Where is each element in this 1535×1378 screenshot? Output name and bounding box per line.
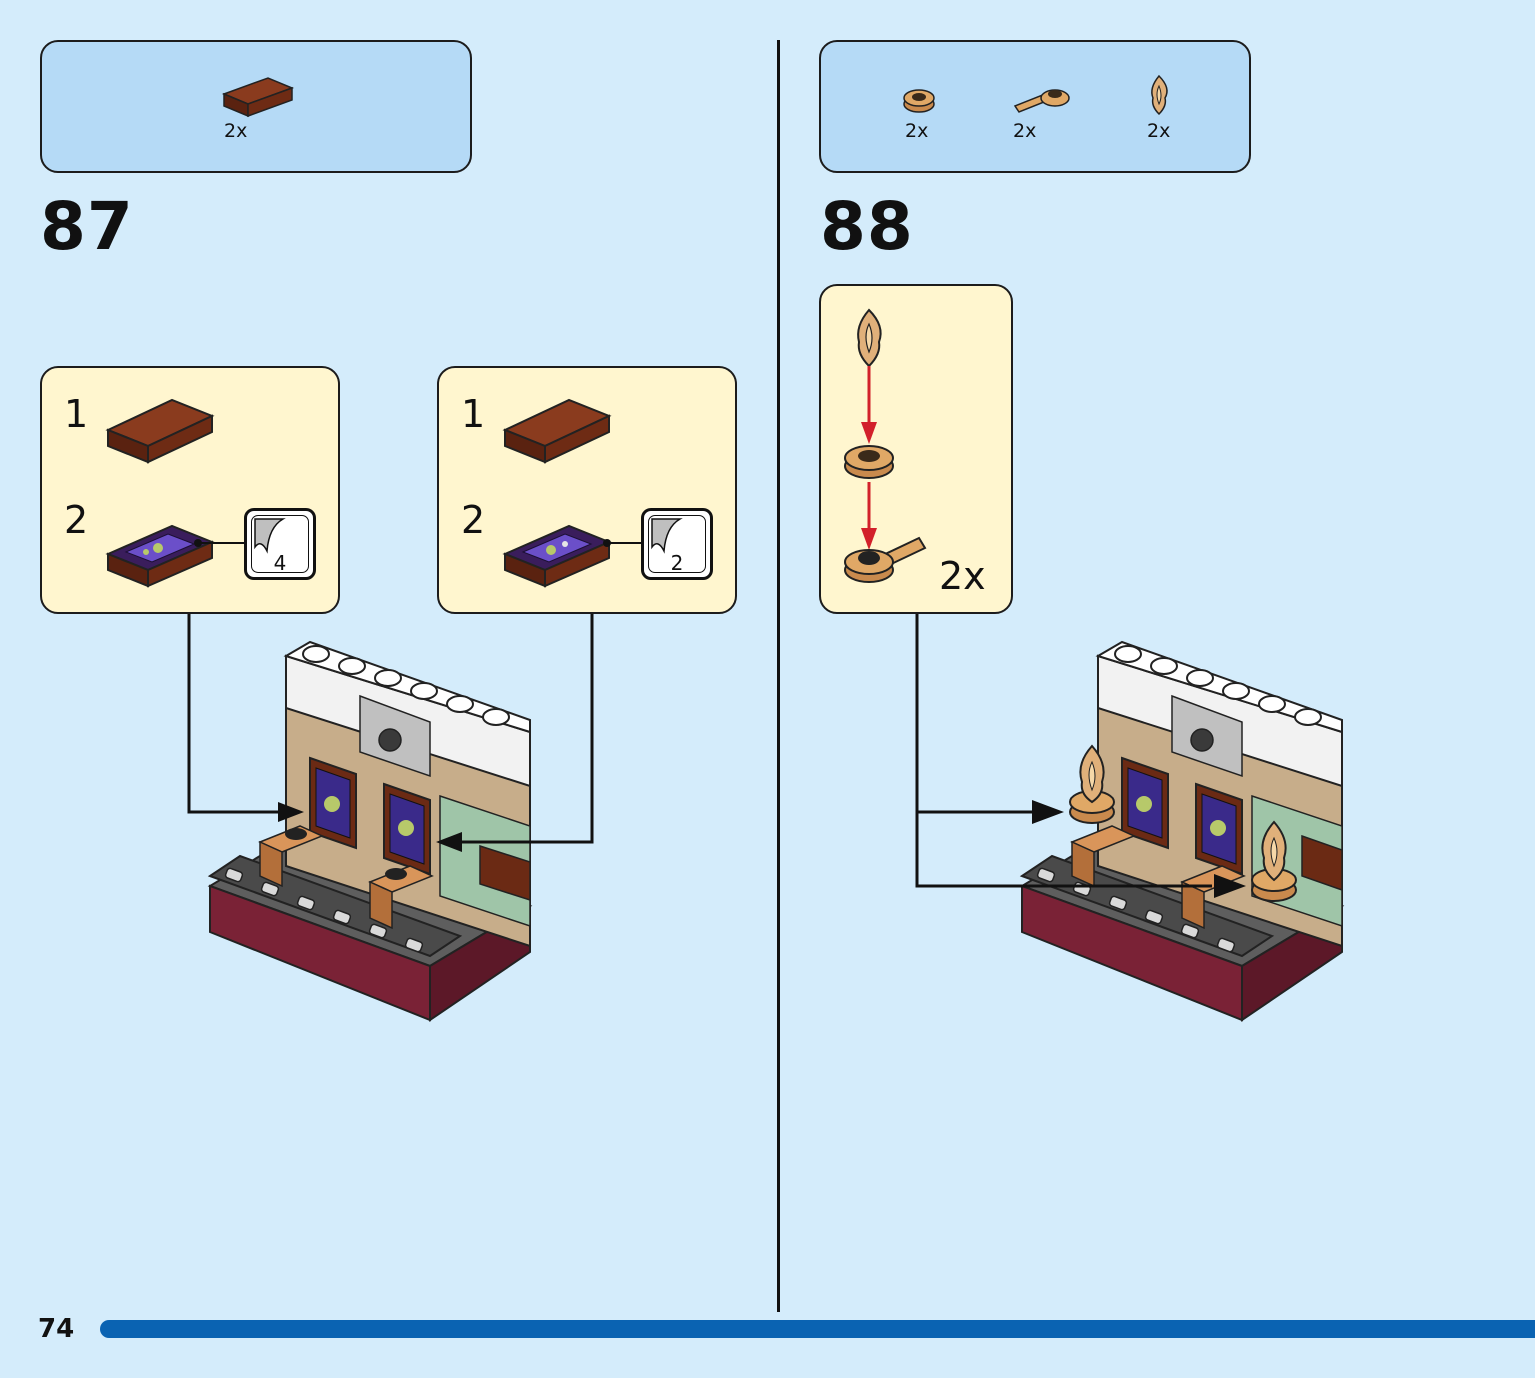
progress-bar bbox=[100, 1320, 1535, 1338]
parts-box-step-87: 2x bbox=[40, 40, 472, 173]
plate-with-bar-icon bbox=[1013, 89, 1070, 113]
connector-arrows-step-87 bbox=[187, 614, 594, 852]
brown-tile-1x2-icon bbox=[502, 398, 612, 464]
flame-icon bbox=[857, 308, 882, 368]
page-divider bbox=[777, 40, 780, 1312]
connector-line bbox=[603, 539, 641, 547]
assembly-arrow-red bbox=[861, 482, 877, 550]
subassembly-box-a: 1 2 4 bbox=[40, 366, 340, 614]
connector-arrows-step-88 bbox=[915, 614, 1246, 898]
part-qty: 2x bbox=[905, 120, 929, 142]
torch-left bbox=[1069, 744, 1115, 824]
subassembly-multiplier: 2x bbox=[939, 554, 986, 598]
round-plate-icon bbox=[844, 445, 894, 479]
flame-icon bbox=[1151, 74, 1168, 116]
part-qty: 2x bbox=[1147, 120, 1171, 142]
sub-step-label: 1 bbox=[64, 392, 89, 436]
step-number-88: 88 bbox=[820, 188, 914, 265]
sticker-sheet-icon: 2 bbox=[641, 508, 713, 580]
assembly-arrow-red bbox=[861, 366, 877, 444]
round-plate-icon bbox=[903, 89, 935, 113]
sub-step-label: 1 bbox=[461, 392, 486, 436]
page-number: 74 bbox=[38, 1314, 75, 1344]
subassembly-box-torch: 2x bbox=[819, 284, 1013, 614]
brown-tile-1x2-icon bbox=[221, 77, 295, 118]
torch-right bbox=[1251, 820, 1297, 902]
model-illustration-step-88 bbox=[1019, 640, 1345, 1022]
decorated-tile-icon bbox=[502, 524, 612, 588]
connector-line bbox=[194, 539, 244, 547]
parts-box-step-88: 2x 2x 2x bbox=[819, 40, 1251, 173]
plate-with-bar-icon bbox=[844, 536, 927, 583]
sub-step-label: 2 bbox=[461, 498, 486, 542]
sticker-number: 4 bbox=[273, 551, 287, 575]
subassembly-box-b: 1 2 2 bbox=[437, 366, 737, 614]
part-qty: 2x bbox=[1013, 120, 1037, 142]
part-qty: 2x bbox=[224, 120, 248, 142]
sticker-sheet-icon: 4 bbox=[244, 508, 316, 580]
step-number-87: 87 bbox=[40, 188, 134, 265]
model-illustration-step-87 bbox=[207, 640, 533, 1022]
decorated-tile-icon bbox=[105, 524, 215, 588]
brown-tile-1x2-icon bbox=[105, 398, 215, 464]
sticker-number: 2 bbox=[670, 551, 684, 575]
sub-step-label: 2 bbox=[64, 498, 89, 542]
